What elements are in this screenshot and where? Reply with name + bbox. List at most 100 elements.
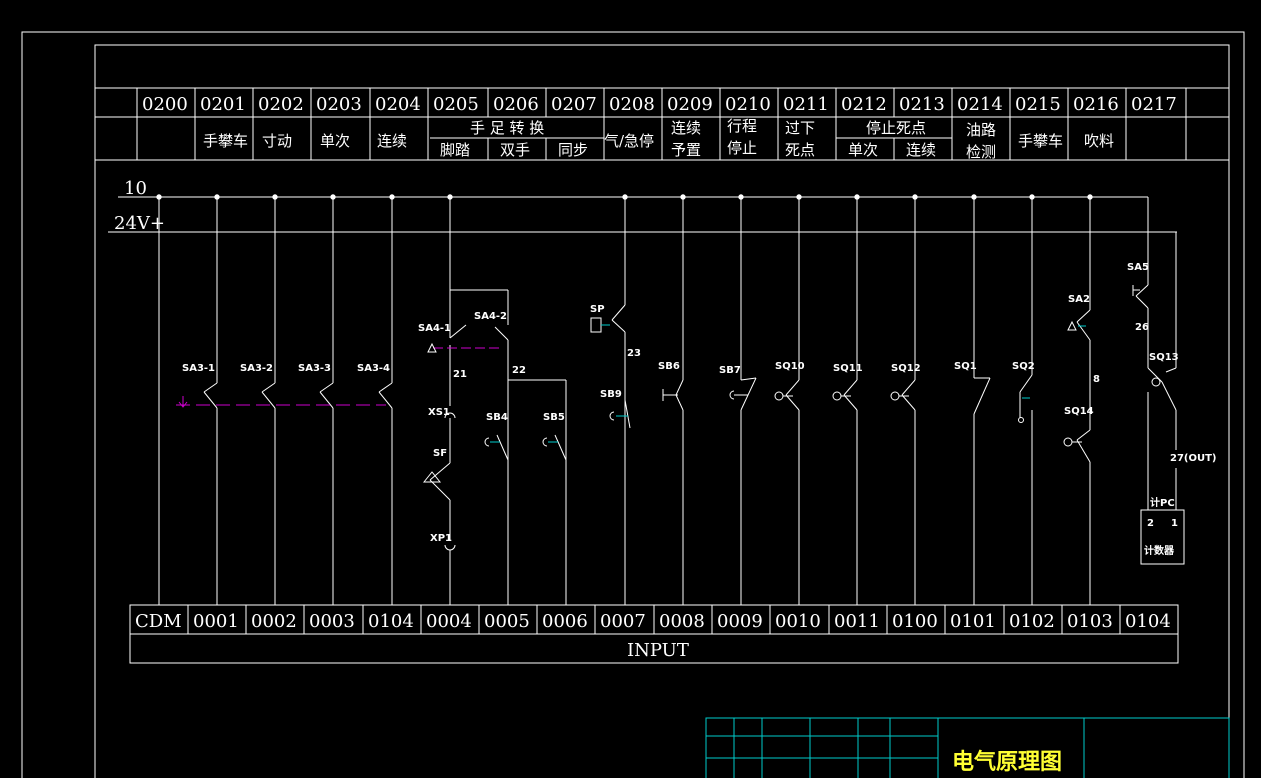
input-address: 0104 xyxy=(1125,611,1171,632)
label-sb5: SB5 xyxy=(543,412,565,423)
func-0209-b: 予置 xyxy=(671,141,701,159)
func-0210-b: 停止 xyxy=(727,139,757,157)
sa3-switches xyxy=(176,197,393,605)
func-0208: 气/急停 xyxy=(604,132,654,150)
counter-name: 计数器 xyxy=(1144,544,1175,557)
title-block xyxy=(705,717,1230,778)
header-address: 0208 xyxy=(609,94,655,115)
outer-frame xyxy=(21,31,1245,778)
func-0206: 双手 xyxy=(500,141,530,159)
header-address: 0205 xyxy=(433,94,479,115)
input-address: 0004 xyxy=(426,611,472,632)
func-0212: 单次 xyxy=(848,141,878,159)
sa5-sq13-block xyxy=(1132,197,1185,565)
wire-22: 22 xyxy=(512,365,526,376)
header-table xyxy=(95,87,1229,161)
label-sa4-2: SA4-2 xyxy=(474,311,507,322)
label-sq12: SQ12 xyxy=(891,363,921,374)
input-address: 0006 xyxy=(542,611,588,632)
header-address: 0200 xyxy=(142,94,188,115)
label-sa3-1: SA3-1 xyxy=(182,363,215,374)
func-0201: 手攀车 xyxy=(203,132,248,150)
counter-pin-2: 2 xyxy=(1147,518,1154,529)
label-sq14: SQ14 xyxy=(1064,406,1094,417)
input-address: 0010 xyxy=(775,611,821,632)
label-sb7: SB7 xyxy=(719,365,741,376)
label-27-out: 27(OUT) xyxy=(1170,453,1217,464)
header-address: 0201 xyxy=(200,94,246,115)
input-address: CDM xyxy=(135,611,182,632)
input-address: 0100 xyxy=(892,611,938,632)
inner-frame xyxy=(94,44,1230,778)
func-0207: 同步 xyxy=(558,141,588,159)
header-address: 0213 xyxy=(899,94,945,115)
label-sq1: SQ1 xyxy=(954,361,977,372)
sq-limit-switches xyxy=(774,197,1033,605)
header-address: 0204 xyxy=(375,94,421,115)
func-0216: 吹料 xyxy=(1084,132,1114,150)
func-0203: 单次 xyxy=(320,132,350,150)
header-address: 0207 xyxy=(551,94,597,115)
func-0204: 连续 xyxy=(377,132,407,150)
input-address: 0009 xyxy=(717,611,763,632)
label-sq13: SQ13 xyxy=(1149,352,1179,363)
input-address: 0103 xyxy=(1067,611,1113,632)
label-sa3-4: SA3-4 xyxy=(357,363,390,374)
label-sb6: SB6 xyxy=(658,361,680,372)
input-address: 0007 xyxy=(600,611,646,632)
input-address: 0102 xyxy=(1009,611,1055,632)
wire-23: 23 xyxy=(627,348,641,359)
group-stop-dead-point: 停止死点 xyxy=(866,119,926,137)
input-address: 0008 xyxy=(659,611,705,632)
func-0202: 寸动 xyxy=(262,132,292,150)
label-sq11: SQ11 xyxy=(833,363,863,374)
input-address: 0002 xyxy=(251,611,297,632)
header-address: 0214 xyxy=(957,94,1003,115)
label-sq10: SQ10 xyxy=(775,361,805,372)
sa4-switch-block xyxy=(422,197,567,605)
input-address: 0001 xyxy=(193,611,239,632)
func-0211-a: 过下 xyxy=(785,119,815,137)
func-0214-a: 油路 xyxy=(966,121,996,139)
wire-8: 8 xyxy=(1093,374,1100,385)
label-sa3-2: SA3-2 xyxy=(240,363,273,374)
label-sb4: SB4 xyxy=(486,412,508,423)
label-sa5: SA5 xyxy=(1127,262,1149,273)
header-address: 0211 xyxy=(783,94,829,115)
header-address: 0215 xyxy=(1015,94,1061,115)
junction-dot xyxy=(156,194,162,200)
input-bar xyxy=(129,604,1179,664)
counter-box xyxy=(1140,509,1185,565)
header-address: 0203 xyxy=(316,94,362,115)
rail-label-10: 10 xyxy=(124,178,147,199)
header-address: 0217 xyxy=(1131,94,1177,115)
rail-label-24v: 24V+ xyxy=(114,213,165,234)
label-sf: SF xyxy=(433,448,447,459)
input-address: 0104 xyxy=(368,611,414,632)
func-0215: 手攀车 xyxy=(1018,132,1063,150)
input-address: 0011 xyxy=(834,611,880,632)
input-label: INPUT xyxy=(627,640,689,661)
input-address: 0003 xyxy=(309,611,355,632)
func-0211-b: 死点 xyxy=(785,141,815,159)
label-xp1: XP1 xyxy=(430,533,452,544)
label-sa2: SA2 xyxy=(1068,294,1090,305)
header-address: 0206 xyxy=(493,94,539,115)
header-address: 0212 xyxy=(841,94,887,115)
label-sq2: SQ2 xyxy=(1012,361,1035,372)
header-address: 0202 xyxy=(258,94,304,115)
func-0213: 连续 xyxy=(906,141,936,159)
input-address: 0101 xyxy=(950,611,996,632)
counter-pin-1: 1 xyxy=(1171,518,1178,529)
wire-26: 26 xyxy=(1135,322,1149,333)
sp-sb9-block xyxy=(590,197,631,605)
label-xs1: XS1 xyxy=(428,407,450,418)
wire-21: 21 xyxy=(453,369,467,380)
func-0214-b: 检测 xyxy=(966,143,996,161)
func-0210-a: 行程 xyxy=(727,117,757,135)
group-foot-switch: 手 足 转 换 xyxy=(470,119,544,137)
header-address: 0216 xyxy=(1073,94,1119,115)
